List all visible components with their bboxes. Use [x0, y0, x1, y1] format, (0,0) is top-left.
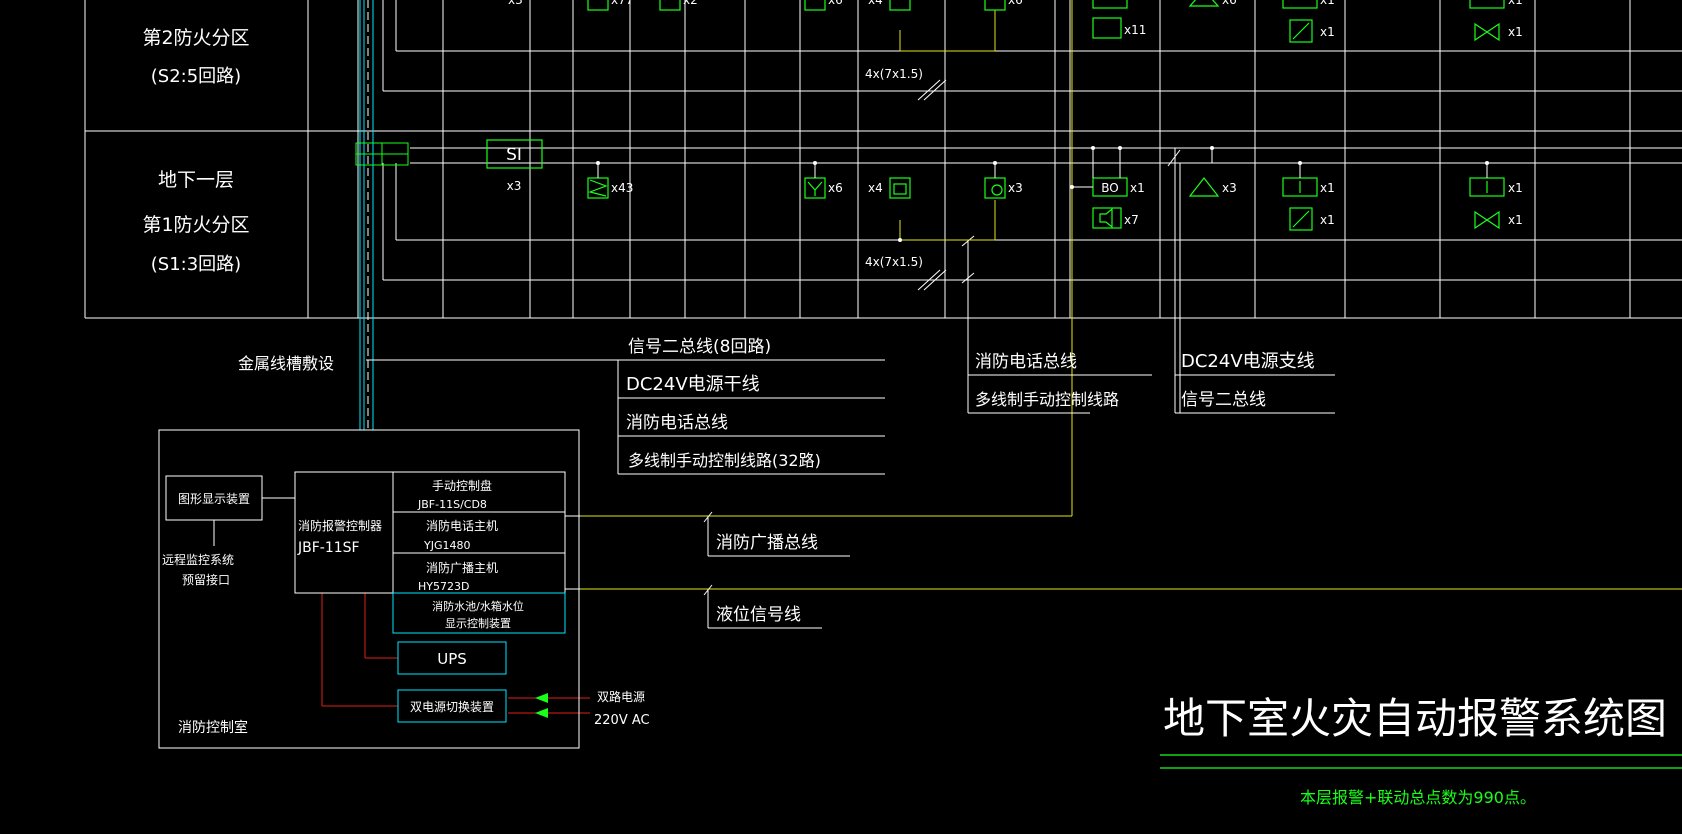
row0-g: x6	[1222, 0, 1237, 7]
valve2-count: x1	[1508, 213, 1523, 227]
controller-label-2: JBF-11SF	[297, 540, 360, 556]
broadcast-host-label: 消防广播主机	[426, 560, 498, 575]
speaker-count: x7	[1124, 213, 1139, 227]
title-underline	[1160, 754, 1682, 769]
row0-c: x2	[683, 0, 698, 7]
row0-d: x6	[828, 0, 843, 7]
dual-power-label: 双电源切换装置	[410, 700, 494, 714]
multi-line2-label: 多线制手动控制线路	[975, 390, 1119, 409]
phone-bus-label: 消防电话总线	[626, 413, 728, 433]
smoke-count: x43	[611, 181, 633, 195]
hydrant-count: x3	[1008, 181, 1023, 195]
row0-f: x6	[1008, 0, 1023, 7]
row0-i: x1	[1508, 0, 1523, 7]
table-grid	[84, 0, 1682, 413]
heat-detector-icon	[804, 177, 826, 199]
points-note: 本层报警+联动总点数为990点。	[1300, 788, 1536, 807]
row1-nodes	[596, 146, 1489, 242]
valve1-count: x1	[1508, 181, 1523, 195]
remote-label-2: 预留接口	[182, 572, 230, 587]
floor1-zone: 第1防火分区	[142, 214, 249, 236]
floor1-loop: (S1:3回路)	[151, 254, 241, 275]
signal-bus-label: 信号二总线(8回路)	[628, 337, 771, 357]
broadcast-host-model: HY5723D	[418, 580, 469, 593]
row1-cable: 4x(7x1.5)	[865, 255, 923, 269]
flow-switch-icon	[1289, 207, 1313, 231]
dc24-branch-label: DC24V电源支线	[1181, 351, 1315, 372]
signal-bus2-label: 信号二总线	[1181, 390, 1266, 410]
yellow-lines	[580, 0, 1682, 590]
input2-count: x1	[1320, 213, 1335, 227]
row0-speaker: x11	[1124, 23, 1146, 37]
metal-trunk-lines	[359, 0, 374, 430]
manual-panel-label: 手动控制盘	[432, 478, 492, 493]
power-arrows	[535, 693, 548, 718]
input-module-icon	[1282, 177, 1318, 197]
heat-count: x6	[828, 181, 843, 195]
row0-devices	[587, 0, 1505, 43]
row0-valve2: x1	[1508, 25, 1523, 39]
sounder-strobe-icon	[1188, 177, 1220, 197]
speaker-icon	[1092, 207, 1122, 229]
diagram-title: 地下室火灾自动报警系统图	[1163, 694, 1667, 743]
ups-label: UPS	[437, 650, 467, 668]
row0-b: x77	[611, 0, 633, 7]
manual-panel-model: JBF-11S/CD8	[417, 498, 487, 511]
row1-drops	[597, 148, 1488, 188]
level-label: 液位信号线	[716, 605, 801, 625]
phone-bus2-label: 消防电话总线	[975, 352, 1077, 372]
manual-alarm-icon	[889, 177, 911, 199]
broadcast-label: 消防广播总线	[716, 533, 818, 553]
row0-e: x4	[868, 0, 883, 7]
row0-input2: x1	[1320, 25, 1335, 39]
smoke-detector-icon	[587, 177, 609, 199]
water-display-label-2: 显示控制装置	[445, 616, 511, 630]
bo-count: x1	[1130, 181, 1145, 195]
input1-count: x1	[1320, 181, 1335, 195]
dc24-label: DC24V电源干线	[626, 374, 760, 395]
metal-trunk-label: 金属线槽敷设	[238, 354, 334, 373]
control-room-box	[158, 429, 580, 749]
phone-host-model: YJG1480	[423, 539, 470, 552]
floor1-name: 地下一层	[158, 169, 234, 191]
phone-host-label: 消防电话主机	[426, 518, 498, 533]
row0-cable: 4x(7x1.5)	[865, 67, 923, 81]
dual-input-label: 双路电源	[597, 689, 645, 704]
si-module	[486, 139, 543, 169]
floor0-zone: 第2防火分区	[142, 27, 249, 49]
row0-h: x1	[1320, 0, 1335, 7]
remote-label-1: 远程监控系统	[162, 552, 234, 567]
hydrant-button-icon	[984, 177, 1006, 199]
bo-label: BO	[1101, 181, 1118, 195]
si-label: SI	[506, 145, 522, 165]
manual-count: x4	[868, 181, 883, 195]
red-power-lines	[321, 593, 590, 714]
controller-label-1: 消防报警控制器	[298, 518, 382, 533]
multi-line-label: 多线制手动控制线路(32路)	[628, 451, 821, 470]
ac-label: 220V AC	[594, 713, 650, 728]
control-room-label: 消防控制室	[178, 719, 248, 736]
junction-box	[355, 142, 409, 166]
label-lines	[366, 359, 1335, 629]
control-module-icon	[1469, 177, 1505, 197]
cyan-boxes	[392, 592, 566, 723]
horn-count: x3	[1222, 181, 1237, 195]
valve-icon	[1474, 210, 1500, 230]
water-display-label-1: 消防水池/水箱水位	[432, 599, 524, 613]
graphic-display-label: 图形显示装置	[178, 492, 250, 506]
si-count: x3	[507, 179, 522, 193]
row0-a: x3	[508, 0, 523, 7]
floor0-loop: (S2:5回路)	[151, 66, 241, 87]
